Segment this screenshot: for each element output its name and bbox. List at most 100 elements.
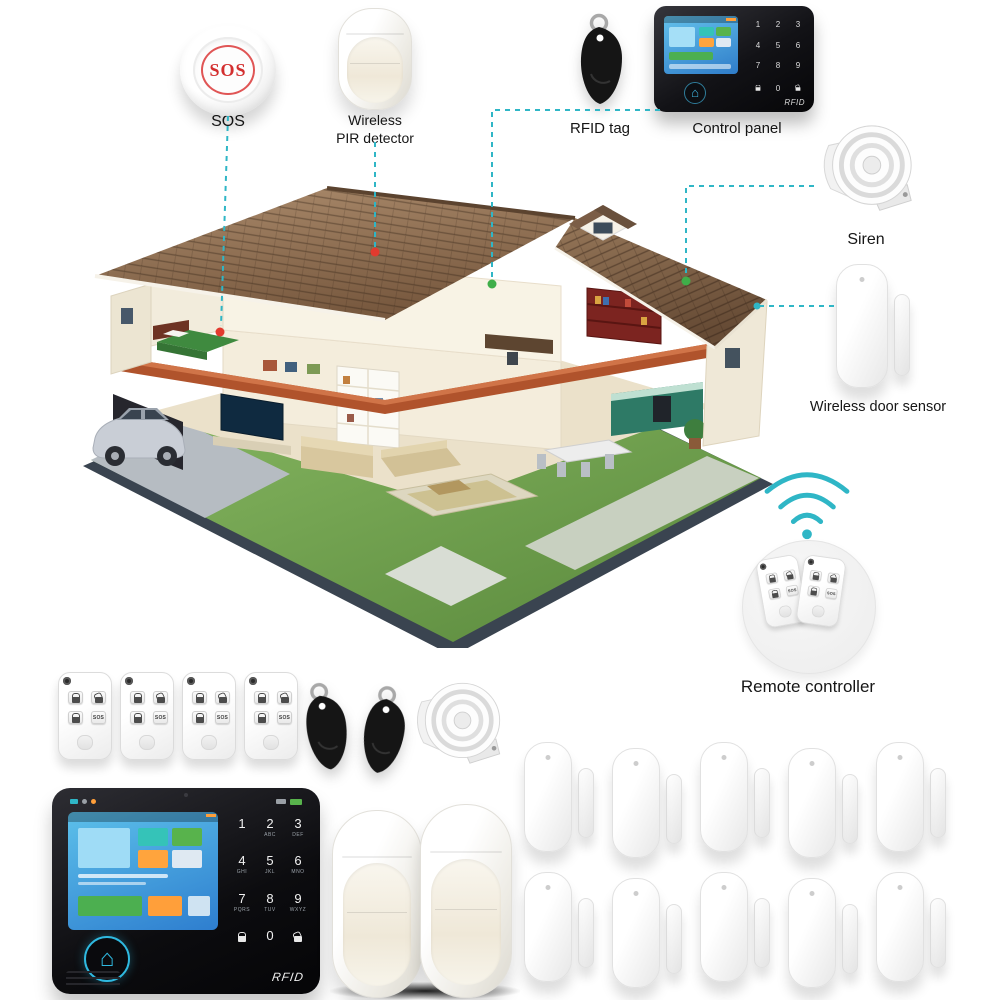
remote-controller-device: SOS: [182, 672, 236, 760]
padlock-unlocked-icon: [94, 696, 103, 703]
screen-tile: [716, 27, 731, 36]
arm-button: [130, 691, 145, 704]
key-8: 8: [775, 61, 781, 71]
screen-tile: [716, 38, 731, 47]
key-4: 4: [755, 40, 761, 50]
door-sensor-main: [700, 742, 748, 852]
arm-button: [192, 691, 207, 704]
screen-text-line: [78, 874, 168, 878]
key-7: 7: [755, 61, 761, 71]
padlock-locked-icon: [257, 696, 266, 703]
key-digit: 3: [294, 816, 302, 832]
sos-button-text: SOS: [209, 59, 247, 80]
keyring-hole: [187, 677, 195, 685]
door-sensor-main: [524, 742, 572, 852]
key-digit: 8: [266, 890, 274, 906]
door-sensor-device: [876, 872, 946, 982]
remote-controller-device: SOS: [120, 672, 174, 760]
home-button: ⌂: [684, 82, 706, 104]
door-sensor-main: [612, 748, 660, 858]
home-arm-button: [767, 587, 782, 600]
key-1: 1: [238, 816, 245, 838]
rfid-tag-device: [292, 676, 363, 777]
disarm-button: [153, 691, 168, 704]
signal-icon: [276, 799, 286, 804]
door-sensor-device: [524, 742, 594, 852]
keyring-hole: [63, 677, 71, 685]
padlock-locked-icon: [195, 696, 204, 703]
pir-detector-device: [332, 810, 422, 998]
door-sensor-main: [876, 742, 924, 852]
key-digit: 4: [238, 853, 246, 869]
padlock-unlocked-icon: [294, 936, 302, 943]
sos-button-label: SOS: [278, 714, 291, 721]
pir-lens: [430, 858, 502, 986]
screen-tile: [699, 38, 714, 47]
siren-device: [404, 674, 508, 778]
disarm-button: [782, 569, 797, 582]
status-icon: [82, 799, 87, 804]
screen-tile: [148, 896, 182, 916]
house-illustration: [55, 148, 785, 648]
padlock-unlocked-icon: [795, 87, 801, 91]
door-sensor-device: [524, 872, 594, 982]
padlock-home-icon: [133, 716, 142, 723]
remote-controller-label: Remote controller: [740, 677, 876, 696]
panel-screen: [68, 812, 218, 930]
door-sensor-magnet: [842, 904, 858, 974]
sos-button: SOS: [153, 711, 168, 724]
door-sensor-magnet: [754, 898, 770, 968]
rfid-text: RFID: [784, 98, 805, 107]
disarm-button: [215, 691, 230, 704]
disarm-button: [277, 691, 292, 704]
key-1: 1: [755, 19, 761, 29]
padlock-unlocked-icon: [218, 696, 227, 703]
screen-tile: [699, 27, 714, 36]
key-lock: [238, 935, 246, 943]
key-3: 3: [795, 19, 801, 29]
remote-controller-circle: SOS SOS: [742, 540, 876, 674]
key-digit: 2: [266, 816, 274, 832]
wifi-waves-icon: [764, 472, 850, 540]
rfid-tag-label: RFID tag: [569, 120, 630, 137]
tv: [220, 393, 284, 441]
door-sensor-main: [612, 878, 660, 988]
padlock-unlocked-icon: [786, 573, 794, 580]
door-sensor-main: [876, 872, 924, 982]
key-9: 9: [795, 61, 801, 71]
key-6: 6: [795, 40, 801, 50]
siren-label: Siren: [847, 231, 885, 248]
screen-tile: [669, 64, 731, 69]
remote-controller-device: SOS: [795, 554, 847, 628]
door-sensor-magnet: [666, 774, 682, 844]
door-sensor-main: [788, 748, 836, 858]
sos-button: SOS: [91, 711, 106, 724]
sos-button-label: SOS: [216, 714, 229, 721]
sos-button: SOS: [215, 711, 230, 724]
keyring-hole: [249, 677, 257, 685]
key-sub: MNO: [291, 869, 305, 876]
sos-button-label: SOS: [92, 714, 105, 721]
screen-statusbar: [68, 812, 218, 822]
pir-label: Wireless PIR detector: [308, 112, 442, 147]
padlock-locked-icon: [768, 576, 776, 583]
key-sub: WXYZ: [289, 906, 307, 913]
key-5: 5: [775, 40, 781, 50]
key-unlock: [794, 82, 802, 94]
door-sensor-magnet: [578, 768, 594, 838]
padlock-locked-icon: [812, 574, 819, 580]
screen-text-line: [78, 882, 146, 885]
dining-table: [543, 439, 633, 463]
screen-tile: [138, 828, 168, 846]
control-panel-label: Control panel: [692, 120, 782, 137]
screen-tile: [669, 27, 695, 47]
pir-lens: [346, 37, 404, 103]
door-sensor-device: [700, 742, 770, 852]
key-sub: ABC: [264, 832, 276, 839]
